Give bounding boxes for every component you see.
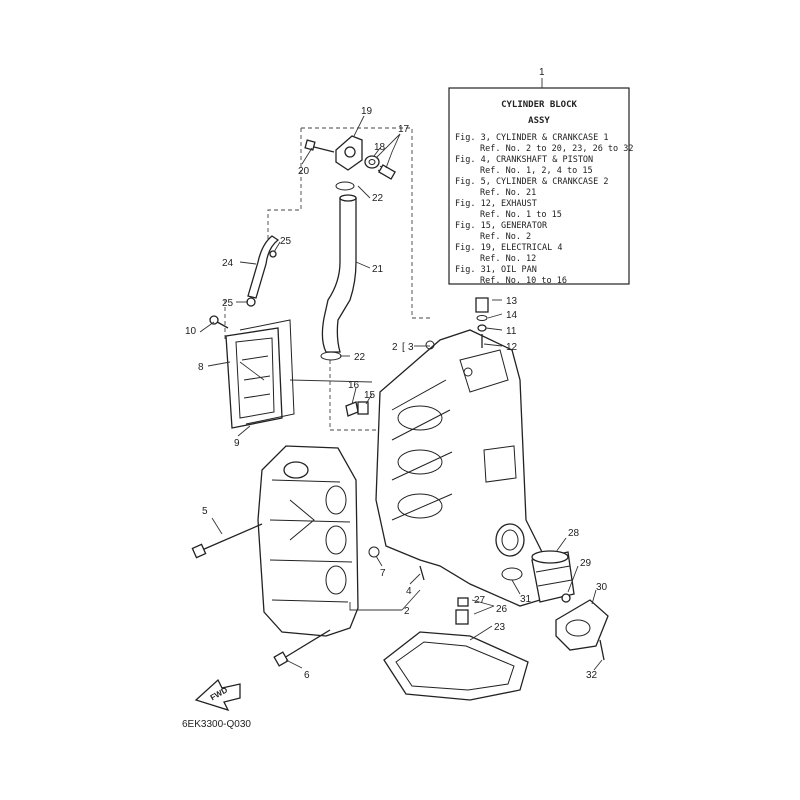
callout-22a: 22 [372, 193, 384, 204]
callout-21: 21 [372, 264, 384, 275]
box-line: Fig. 4, CRANKSHAFT & PISTON [455, 155, 593, 165]
callout-28: 28 [568, 528, 580, 539]
box-line: Ref. No. 1, 2, 4 to 15 [480, 166, 593, 176]
box-line: Fig. 5, CYLINDER & CRANKCASE 2 [455, 177, 609, 187]
small-parts-4-7 [368, 546, 425, 581]
callout-numbers: 19 17 18 20 22 21 25 24 25 10 8 9 22 13 … [185, 106, 608, 681]
callout-10: 10 [185, 326, 197, 337]
box-subtitle: ASSY [528, 116, 550, 126]
callout-20: 20 [298, 166, 310, 177]
box-line: Ref. No. 10 to 16 [480, 276, 567, 286]
box-line: Fig. 31, OIL PAN [455, 265, 537, 275]
box-line: Ref. No. 2 [480, 232, 531, 242]
box-line: Fig. 15, GENERATOR [455, 221, 548, 231]
callout-7: 7 [380, 568, 386, 579]
callout-18: 18 [374, 142, 386, 153]
box-line: Fig. 3, CYLINDER & CRANKCASE 1 [455, 133, 609, 143]
bolt-5 [191, 523, 263, 559]
bracket-open: [ [402, 342, 405, 353]
callout-6: 6 [304, 670, 310, 681]
callout-11: 11 [506, 326, 517, 337]
callout-26: 26 [496, 604, 508, 615]
callout-30: 30 [596, 582, 608, 593]
fwd-arrow: FWD [194, 678, 241, 712]
callout-24: 24 [222, 258, 234, 269]
cylinder-block [375, 329, 547, 607]
exhaust-cover [257, 445, 359, 637]
cover-plate [209, 315, 295, 429]
callout-16: 16 [348, 380, 360, 391]
small-parts-15-16 [345, 401, 369, 417]
box-title: CYLINDER BLOCK [501, 100, 577, 110]
callout-9: 9 [234, 438, 240, 449]
callout-2a: 2 [392, 342, 398, 353]
callout-13: 13 [506, 296, 518, 307]
callout-8: 8 [198, 362, 204, 373]
bolt-6 [273, 629, 331, 667]
leader-lines [199, 115, 603, 671]
callout-22b: 22 [354, 352, 366, 363]
box-line: Ref. No. 1 to 15 [480, 210, 562, 220]
callout-29: 29 [580, 558, 592, 569]
box-line: Ref. No. 2 to 20, 23, 26 to 32 [480, 144, 634, 154]
callout-17: 17 [398, 124, 410, 135]
callout-32: 32 [586, 670, 598, 681]
callout-1: 1 [539, 67, 545, 78]
callout-12: 12 [506, 342, 518, 353]
small-hose [246, 235, 280, 307]
water-hose [320, 181, 357, 361]
callout-5: 5 [202, 506, 208, 517]
plug-stack [475, 297, 489, 348]
box-line: Fig. 12, EXHAUST [455, 199, 537, 209]
callout-27: 27 [474, 595, 486, 606]
callout-14: 14 [506, 310, 518, 321]
callout-2b: 2 [404, 606, 410, 617]
box-line: Ref. No. 12 [480, 254, 536, 264]
thermostat-cover [304, 135, 396, 180]
pins-26-27 [455, 597, 469, 625]
box-line: Ref. No. 21 [480, 188, 536, 198]
box-line: Fig. 19, ELECTRICAL 4 [455, 243, 562, 253]
callout-19: 19 [361, 106, 373, 117]
callout-23: 23 [494, 622, 506, 633]
oil-filter [501, 550, 609, 661]
callout-25a: 25 [280, 236, 292, 247]
callout-25b: 25 [222, 298, 234, 309]
callout-15: 15 [364, 390, 376, 401]
drawing-code: 6EK3300-Q030 [182, 719, 251, 730]
group-outlines [224, 127, 430, 431]
assembly-reference-box: 1 CYLINDER BLOCK ASSY Fig. 3, CYLINDER &… [448, 67, 634, 286]
callout-4: 4 [406, 586, 412, 597]
oil-pan-gasket [383, 631, 529, 701]
callout-31: 31 [520, 594, 532, 605]
callout-3: 3 [408, 342, 414, 353]
